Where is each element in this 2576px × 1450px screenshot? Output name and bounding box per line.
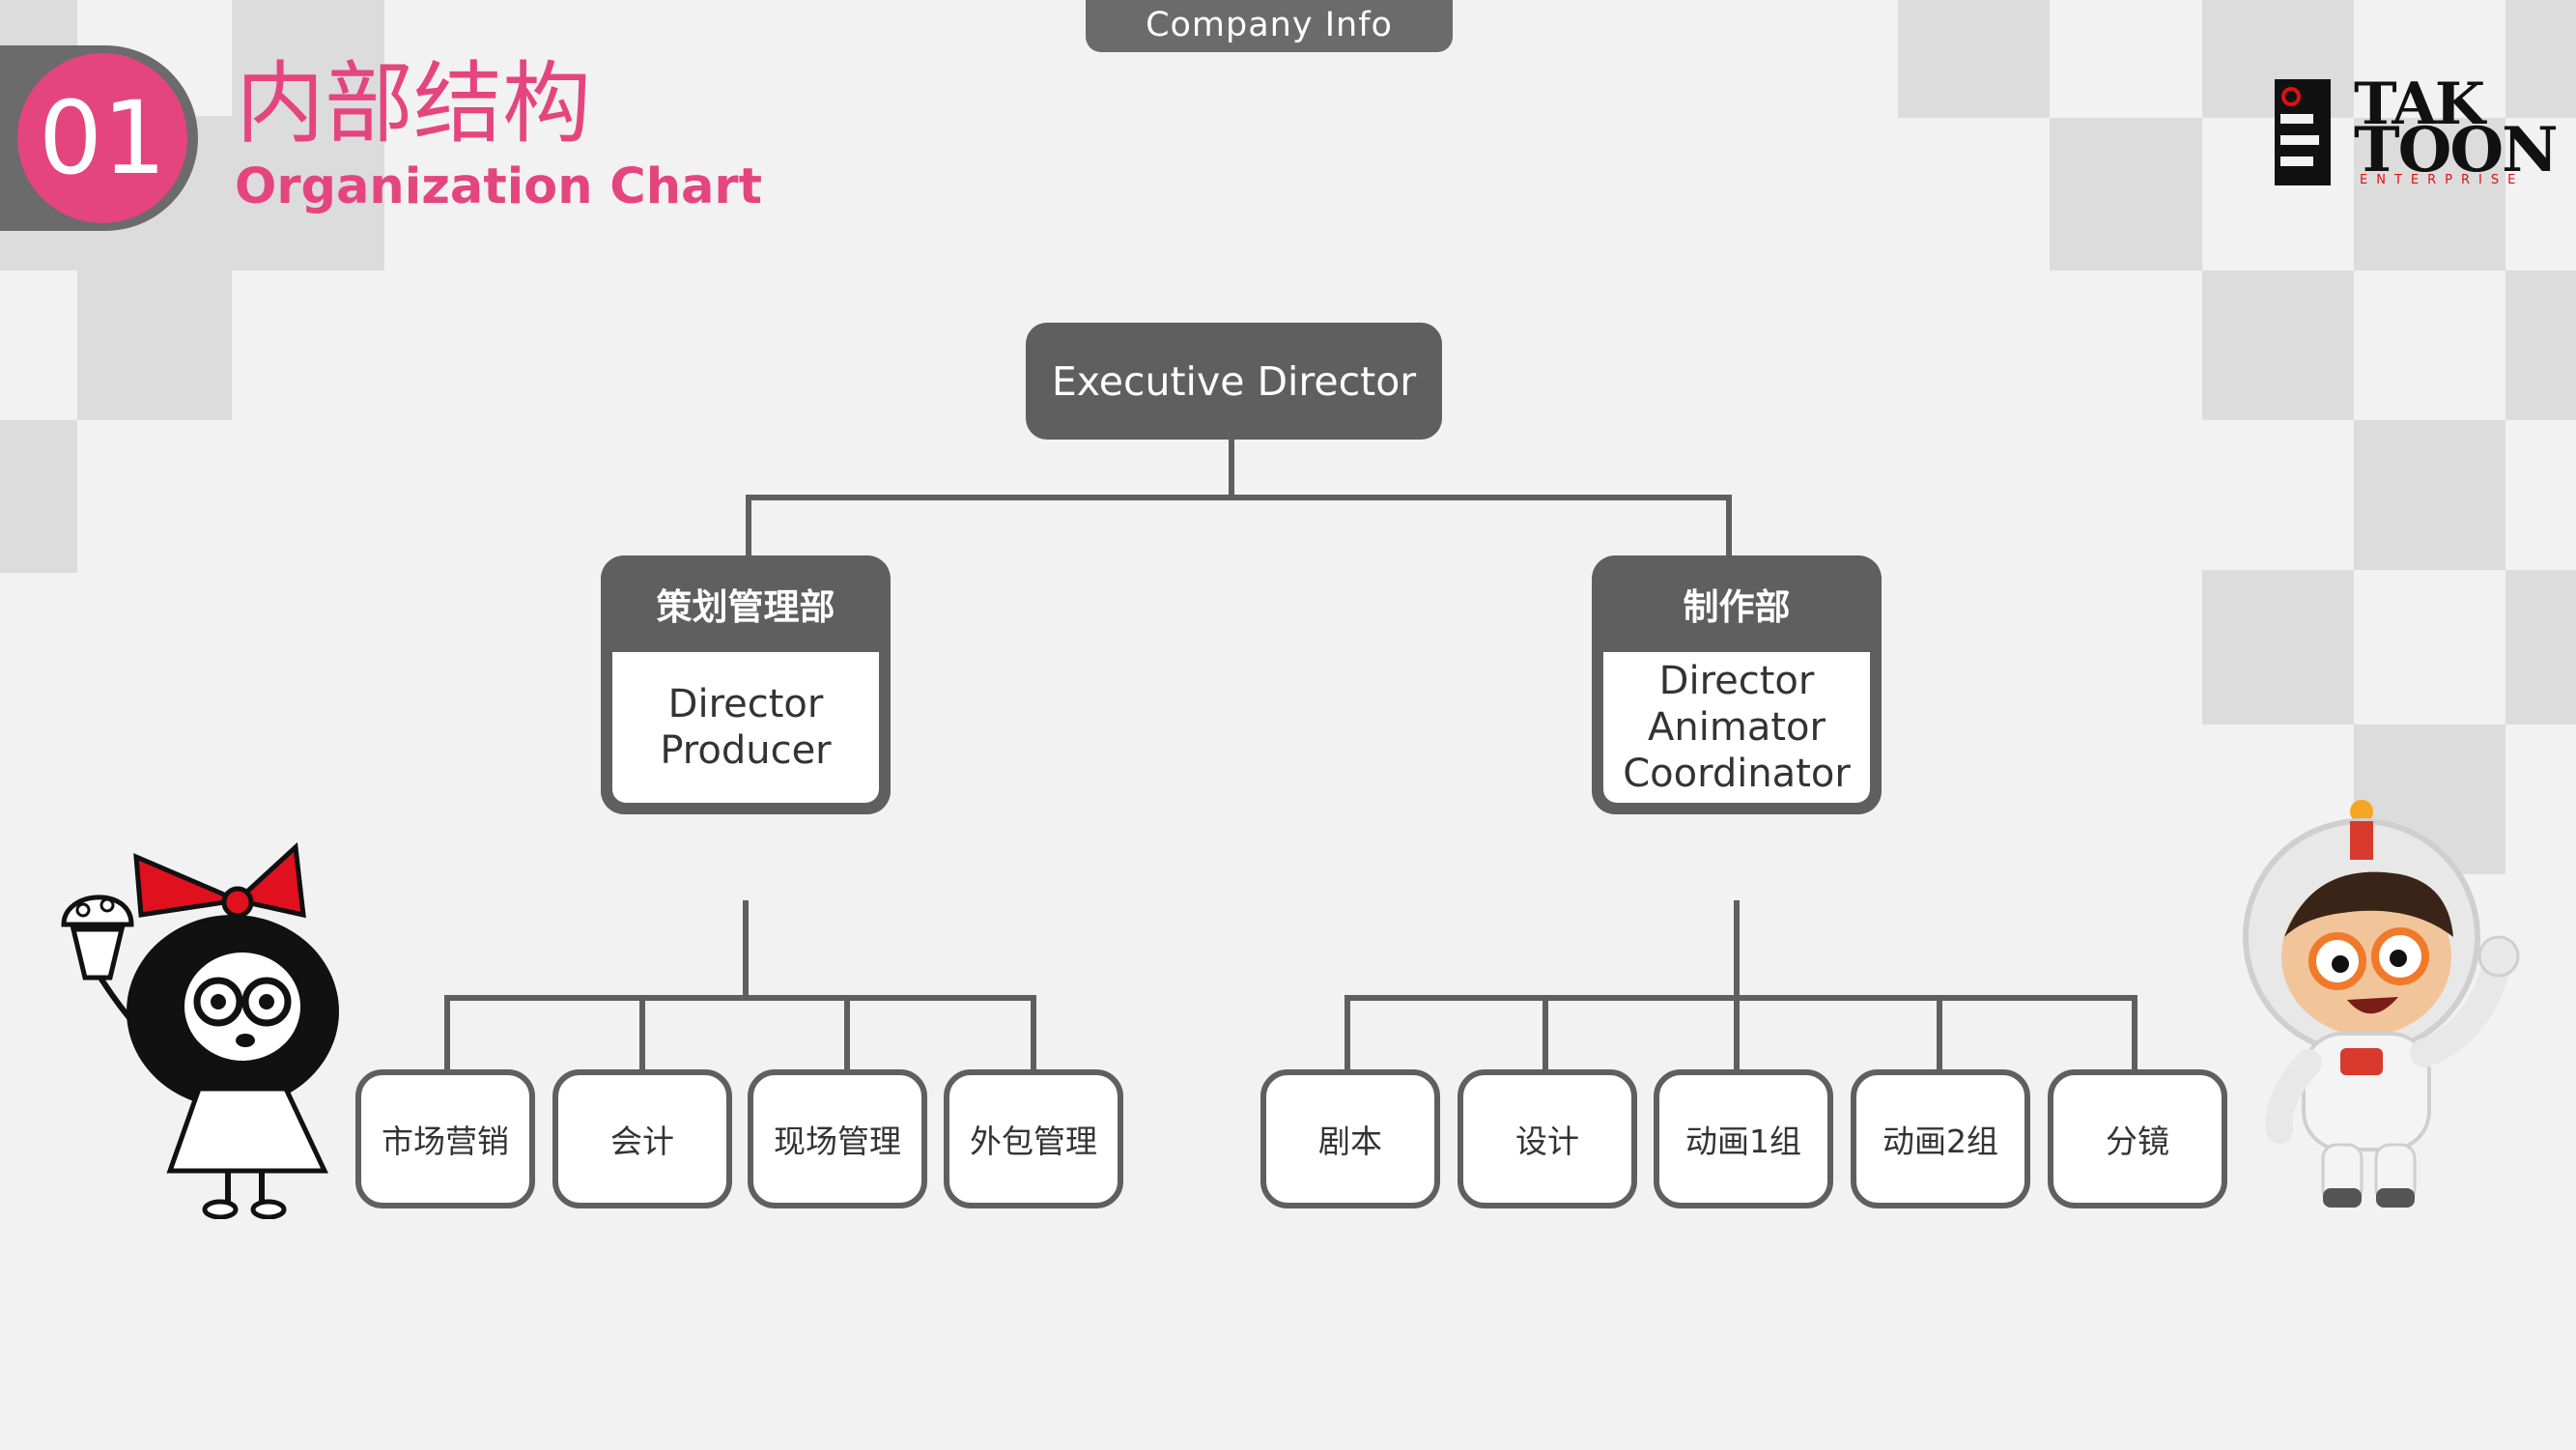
unit-box: 现场管理 bbox=[748, 1069, 927, 1208]
unit-label: 会计 bbox=[610, 1123, 674, 1160]
department-roles: Director Animator Coordinator bbox=[1603, 652, 1870, 803]
executive-director-label: Executive Director bbox=[1051, 357, 1417, 405]
role-label: Producer bbox=[660, 728, 832, 773]
unit-box: 外包管理 bbox=[944, 1069, 1123, 1208]
mascot-girl-illustration bbox=[61, 842, 339, 1219]
mascot-astronaut-illustration bbox=[2243, 800, 2520, 1208]
department-production: 制作部 Director Animator Coordinator bbox=[1592, 555, 1882, 814]
unit-box: 分镜 bbox=[2048, 1069, 2227, 1208]
unit-box: 剧本 bbox=[1260, 1069, 1440, 1208]
logo-text-toon: TOON bbox=[2354, 114, 2559, 186]
department-roles: Director Producer bbox=[612, 652, 879, 803]
unit-label: 动画2组 bbox=[1882, 1123, 1998, 1160]
department-name: 制作部 bbox=[1683, 586, 1791, 628]
unit-label: 动画1组 bbox=[1685, 1123, 1801, 1160]
executive-director-box: Executive Director bbox=[1026, 323, 1442, 440]
unit-box: 设计 bbox=[1458, 1069, 1637, 1208]
logo-text-enterprise: ENTERPRISE bbox=[2360, 173, 2525, 187]
unit-box: 动画2组 bbox=[1851, 1069, 2030, 1208]
role-label: Director bbox=[1658, 659, 1815, 703]
role-label: Director bbox=[667, 682, 824, 726]
department-name: 策划管理部 bbox=[656, 586, 835, 628]
unit-box: 会计 bbox=[552, 1069, 732, 1208]
page-title-cn: 内部结构 bbox=[236, 52, 592, 156]
logo-mark-icon bbox=[2275, 79, 2331, 185]
unit-label: 市场营销 bbox=[382, 1123, 509, 1160]
role-label: Coordinator bbox=[1623, 752, 1851, 796]
department-planning: 策划管理部 Director Producer bbox=[601, 555, 891, 814]
role-label: Animator bbox=[1648, 705, 1826, 750]
section-number: 01 bbox=[17, 53, 187, 223]
unit-box: 动画1组 bbox=[1654, 1069, 1833, 1208]
unit-label: 外包管理 bbox=[970, 1123, 1097, 1160]
section-tab: Company Info bbox=[1086, 0, 1453, 52]
unit-label: 分镜 bbox=[2106, 1123, 2169, 1160]
unit-label: 现场管理 bbox=[774, 1123, 901, 1160]
taktoon-logo: TAK TOON ENTERPRISE bbox=[2275, 71, 2559, 189]
page-title-en: Organization Chart bbox=[235, 158, 762, 215]
logo-text-tak: TAK bbox=[2354, 71, 2485, 138]
unit-box: 市场营销 bbox=[355, 1069, 535, 1208]
unit-label: 剧本 bbox=[1318, 1123, 1382, 1160]
unit-label: 设计 bbox=[1515, 1123, 1579, 1160]
